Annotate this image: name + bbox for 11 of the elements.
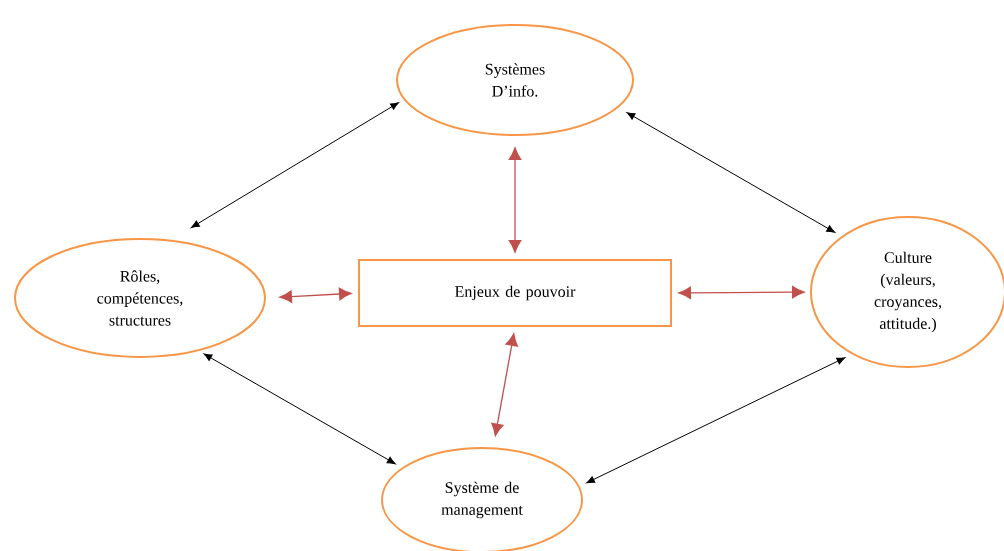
ellipse-node: Systèmes D’info.	[396, 24, 634, 136]
ellipse-node: Rôles, compétences, structures	[14, 238, 266, 358]
arrow	[279, 287, 352, 303]
process-box: Enjeux de pouvoir	[358, 259, 672, 327]
arrow	[586, 357, 846, 484]
arrow	[508, 147, 522, 253]
arrow	[626, 112, 836, 233]
arrow	[491, 333, 518, 437]
arrow	[678, 285, 805, 300]
arrow	[190, 102, 399, 228]
arrow	[203, 353, 396, 465]
